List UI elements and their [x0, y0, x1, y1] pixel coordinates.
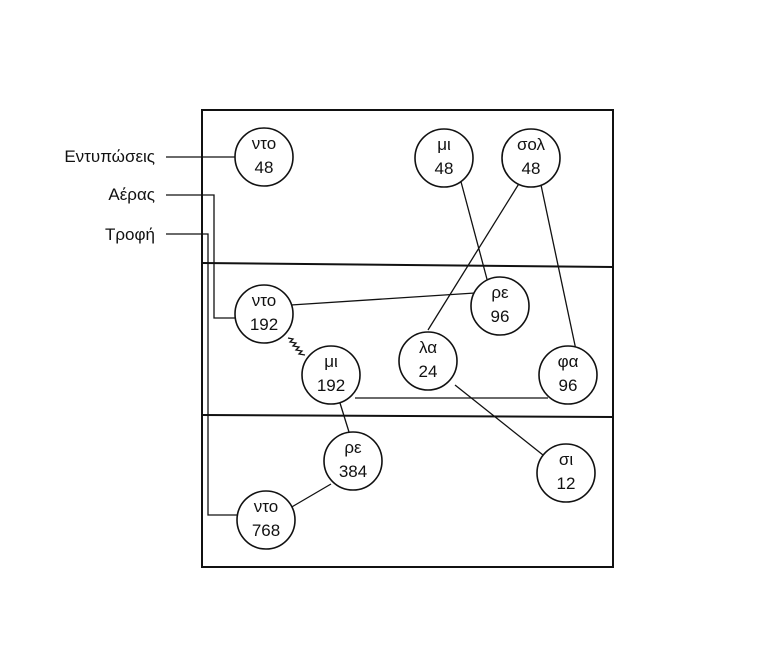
air-label: Αέρας: [108, 185, 155, 204]
node-re-384-value: 384: [339, 462, 367, 481]
edge-mi192-re384: [339, 402, 350, 433]
node-do-192-note: ντο: [252, 291, 276, 310]
node-re-96: ρε 96: [470, 276, 530, 336]
lower-divider: [201, 414, 614, 418]
food-label: Τροφή: [105, 225, 155, 244]
node-re-384-note: ρε: [344, 438, 362, 457]
edge-do192-re96: [290, 292, 476, 306]
node-fa-96-value: 96: [559, 376, 578, 395]
node-do-48: ντο 48: [234, 127, 294, 187]
node-do-48-value: 48: [255, 158, 274, 177]
node-do-48-note: ντο: [252, 134, 276, 153]
node-sol-48-value: 48: [522, 159, 541, 178]
edge-la24-si12: [454, 384, 544, 456]
node-la-24-note: λα: [419, 338, 437, 357]
upper-divider: [201, 262, 614, 268]
node-si-12-value: 12: [557, 474, 576, 493]
node-do-768-note: ντο: [254, 497, 278, 516]
edge-mi48-re96: [459, 177, 489, 284]
edge-re384-do768: [289, 483, 332, 509]
node-re-96-note: ρε: [491, 283, 509, 302]
node-do-768: ντο 768: [236, 490, 296, 550]
node-fa-96: φα 96: [538, 345, 598, 405]
node-do-192: ντο 192: [234, 284, 294, 344]
edge-do192-mi192-zigzag: [287, 337, 306, 356]
edge-sol48-fa96: [540, 184, 577, 351]
node-mi-48-note: μι: [437, 135, 451, 154]
node-mi-192: μι 192: [301, 345, 361, 405]
node-la-24-value: 24: [419, 362, 438, 381]
impressions-label: Εντυπώσεις: [64, 147, 155, 166]
node-mi-192-note: μι: [324, 352, 338, 371]
node-do-768-value: 768: [252, 521, 280, 540]
node-si-12-note: σι: [559, 450, 573, 469]
node-mi-48: μι 48: [414, 128, 474, 188]
node-mi-192-value: 192: [317, 376, 345, 395]
food-input-line: [166, 233, 238, 516]
node-re-96-value: 96: [491, 307, 510, 326]
node-la-24: λα 24: [398, 331, 458, 391]
node-fa-96-note: φα: [558, 352, 579, 371]
node-sol-48-note: σολ: [517, 135, 546, 154]
node-sol-48: σολ 48: [501, 128, 561, 188]
edge-sol48-la24: [427, 181, 521, 331]
node-re-384: ρε 384: [323, 431, 383, 491]
node-do-192-value: 192: [250, 315, 278, 334]
node-si-12: σι 12: [536, 443, 596, 503]
node-mi-48-value: 48: [435, 159, 454, 178]
diagram-frame: [201, 109, 614, 568]
air-input-line: [166, 194, 238, 319]
